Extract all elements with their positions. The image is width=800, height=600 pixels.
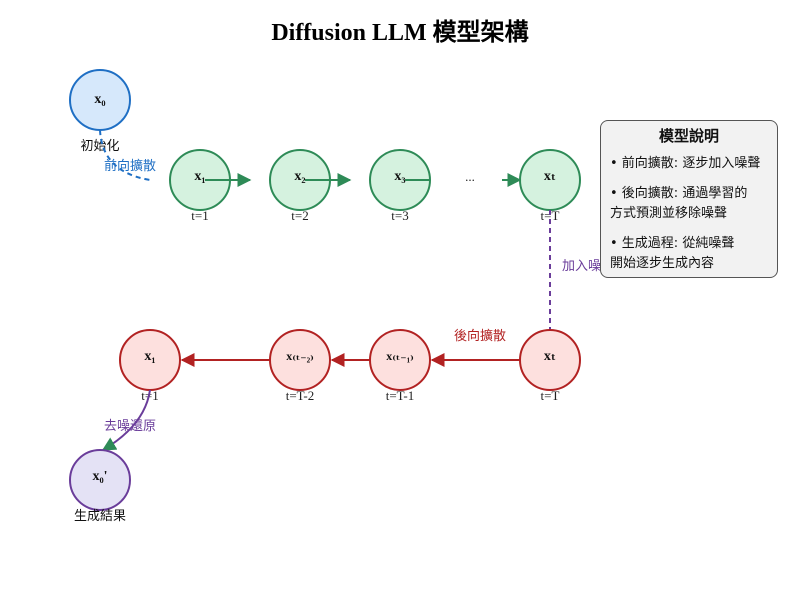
time-label-t1: t=1 — [191, 208, 208, 223]
legend-panel: 模型說明 • 前向擴散: 逐步加入噪聲 • 後向擴散: 通過學習的 方式預測並移… — [600, 120, 778, 278]
time-label-t3: t=3 — [391, 208, 408, 223]
node-xT-minus-1-label: x₍ₜ₋₁₎ — [386, 349, 414, 363]
time-label-tT-bottom: t=T — [541, 388, 560, 403]
legend-title: 模型說明 — [658, 127, 719, 145]
time-label-tT-top: t=T — [541, 208, 560, 223]
node-x1-label: x₁ — [194, 169, 205, 184]
node-xT-minus-2-label: x₍ₜ₋₂₎ — [286, 349, 314, 363]
reverse-diffusion-label: 後向擴散 — [454, 328, 506, 344]
node-xT-top-label: xₜ — [544, 169, 556, 184]
result-caption: 生成結果 — [74, 509, 126, 524]
time-label-tT-minus-2: t=T-2 — [286, 388, 315, 403]
denoise-curve — [101, 389, 151, 451]
ellipsis-bottom: ... — [225, 349, 235, 364]
legend-item-generation: • 生成過程: 從純噪聲 開始逐步生成內容 — [610, 236, 735, 271]
legend-item-forward: • 前向擴散: 逐步加入噪聲 — [610, 156, 761, 171]
node-xT-bottom-label: xₜ — [544, 349, 556, 364]
forward-diffusion-label: 前向擴散 — [104, 158, 156, 174]
node-x0-prime-label: x₀' — [92, 469, 107, 484]
time-label-t2: t=2 — [291, 208, 308, 223]
node-x0-label: x₀ — [94, 92, 105, 107]
diagram-title: Diffusion LLM 模型架構 — [271, 19, 528, 46]
node-x1-bottom-label: x₁ — [144, 349, 155, 364]
node-x2-label: x₂ — [294, 169, 305, 184]
init-caption: 初始化 — [80, 139, 119, 154]
node-x3-label: x₃ — [394, 169, 405, 184]
time-label-tT-minus-1: t=T-1 — [386, 388, 415, 403]
forward-diffusion-curve — [99, 129, 151, 181]
legend-item-reverse: • 後向擴散: 通過學習的 方式預測並移除噪聲 — [610, 186, 748, 221]
time-label-t1-bottom: t=1 — [141, 388, 158, 403]
denoise-label: 去噪還原 — [104, 419, 156, 434]
node-x0-prime — [69, 449, 131, 511]
ellipsis-top: ... — [465, 169, 475, 184]
